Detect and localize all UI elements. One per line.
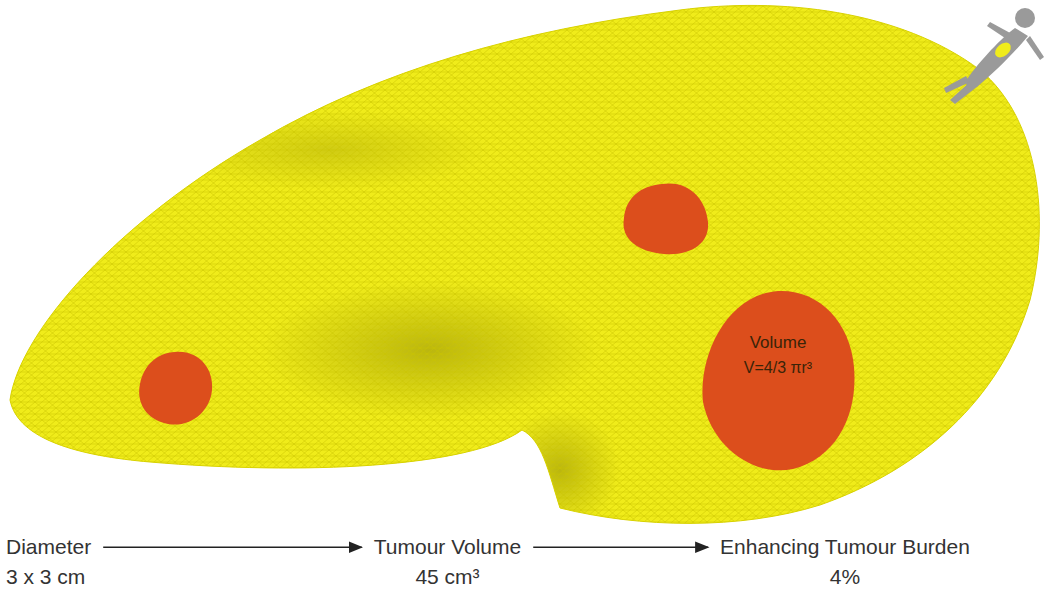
measure-step: Diameter3 x 3 cm bbox=[6, 532, 99, 597]
liver bbox=[0, 0, 1050, 540]
step-value: 45 cm³ bbox=[370, 562, 525, 592]
measure-step: Enhancing Tumour Burden4% bbox=[716, 532, 974, 597]
measure-step: Tumour Volume45 cm³ bbox=[370, 532, 525, 597]
tumour-node: VolumeV=4/3 πr³ bbox=[698, 287, 858, 472]
flow-arrow bbox=[533, 546, 708, 548]
tumour bbox=[623, 183, 708, 254]
flow-arrow bbox=[103, 546, 362, 548]
step-value: 3 x 3 cm bbox=[6, 562, 99, 592]
step-heading: Volume bbox=[698, 331, 858, 356]
step-value: V=4/3 πr³ bbox=[698, 356, 858, 379]
step-heading: Enhancing Tumour Burden bbox=[716, 532, 974, 562]
tumour-outline bbox=[702, 291, 854, 470]
step-value: 4% bbox=[716, 562, 974, 592]
step-heading: Diameter bbox=[6, 532, 99, 562]
tumour bbox=[139, 352, 212, 425]
step-heading: Tumour Volume bbox=[370, 532, 525, 562]
tumour-shape bbox=[698, 287, 858, 472]
body-icon bbox=[944, 8, 1044, 104]
